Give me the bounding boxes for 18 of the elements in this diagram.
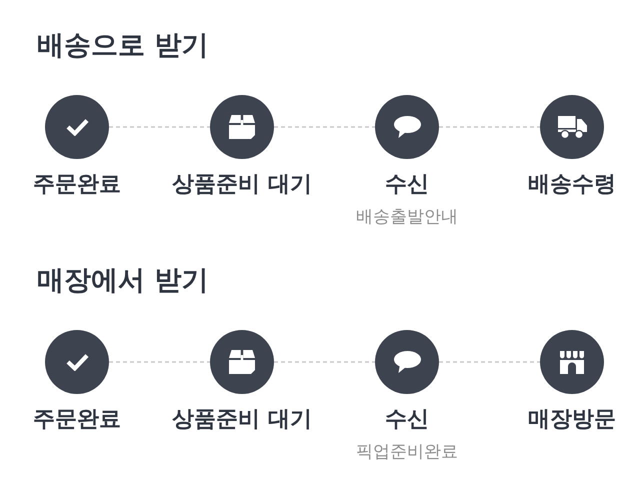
- step-label: 주문완료: [33, 172, 121, 198]
- dashed-connector: [439, 361, 540, 363]
- step-label: 수신: [385, 172, 429, 198]
- section-title: 매장에서 받기: [37, 265, 208, 297]
- step-caption: 배송출발안내: [356, 207, 458, 227]
- step-label: 매장방문: [528, 407, 616, 433]
- step-label: 주문완료: [33, 407, 121, 433]
- step-label: 배송수령: [528, 172, 616, 198]
- dashed-connector: [109, 361, 210, 363]
- step-label: 수신: [385, 407, 429, 433]
- section-title: 배송으로 받기: [37, 30, 208, 62]
- dashed-connector: [109, 126, 210, 128]
- dashed-connector: [274, 361, 375, 363]
- step-caption: 픽업준비완료: [356, 442, 458, 462]
- step-label: 상품준비 대기: [172, 172, 312, 198]
- dashed-connector: [439, 126, 540, 128]
- step-label: 상품준비 대기: [172, 407, 312, 433]
- dashed-connector: [274, 126, 375, 128]
